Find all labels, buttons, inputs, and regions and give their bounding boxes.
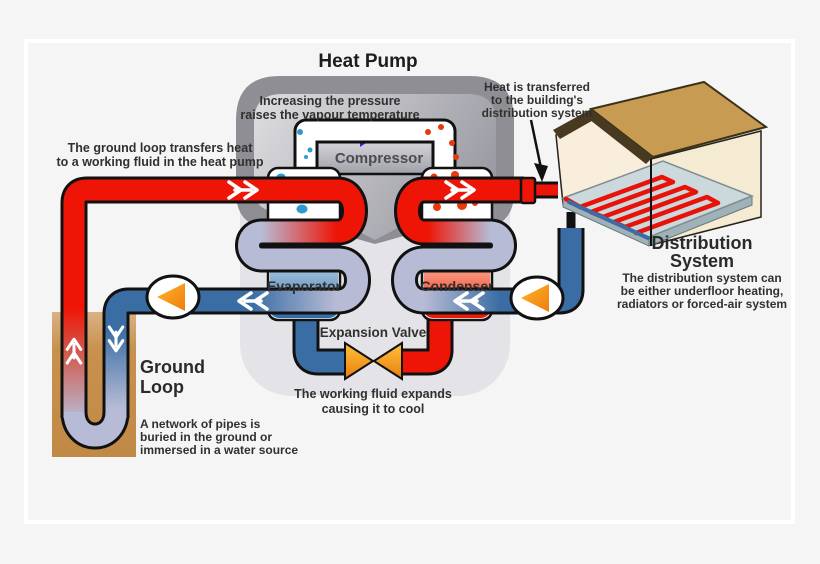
flow-arrow-left-icon	[237, 291, 269, 311]
flow-arrows	[65, 180, 485, 365]
heat-pump-title: Heat Pump	[318, 51, 417, 72]
pressure-note-line2: raises the vapour temperature	[240, 108, 419, 122]
pump-impeller-icon	[521, 284, 549, 312]
distribution-pump	[509, 275, 565, 321]
flow-arrow-down-icon	[107, 325, 125, 353]
distribution-desc-line2: be either underfloor heating,	[621, 284, 784, 298]
vapour-pipe	[293, 118, 457, 174]
ground-loop-title-line1: Ground	[140, 357, 205, 377]
roof-edge-front	[585, 109, 653, 164]
floor-return-pipe	[567, 200, 650, 240]
ground-transfer-note-line1: The ground loop transfers heat	[68, 141, 254, 155]
expansion-circuit	[292, 316, 454, 376]
flow-arrow-left-icon	[453, 291, 485, 311]
distribution-desc-line1: The distribution system can	[622, 271, 781, 285]
dist-transfer-note-line3: distribution system	[482, 106, 593, 120]
distribution-title-line2: System	[670, 251, 734, 271]
arrowhead-icon	[534, 163, 548, 182]
evaporator-label: Evaporator	[267, 278, 341, 294]
expansion-note-line2: causing it to cool	[322, 402, 425, 416]
condenser-label: Condenser	[420, 278, 494, 294]
heat-transfer-arrow	[529, 119, 548, 182]
expansion-note-line1: The working fluid expands	[294, 387, 452, 401]
ground-loop-desc-line1: A network of pipes is	[140, 417, 261, 431]
ground-transfer-note-line2: to a working fluid in the heat pump	[57, 155, 264, 169]
pipe-coupling	[519, 176, 537, 205]
pump-impeller-icon	[157, 283, 185, 311]
dist-transfer-note-line2: to the building's	[491, 93, 584, 107]
ground-loop-title-line2: Loop	[140, 377, 184, 397]
flow-arrow-right-icon	[227, 180, 259, 200]
ground-loop-desc-line3: immersed in a water source	[140, 443, 298, 457]
flow-arrow-up-icon	[65, 337, 83, 365]
frame-border	[24, 39, 795, 524]
house	[553, 80, 769, 247]
expansion-valve	[344, 341, 403, 381]
ground-loop-desc-line2: buried in the ground or	[140, 430, 272, 444]
distribution-desc-line3: radiators or forced-air system	[617, 297, 787, 311]
flow-arrow-right-icon	[444, 180, 476, 200]
distribution-title-line1: Distribution	[652, 233, 753, 253]
underfloor-heating-coil	[563, 174, 721, 236]
expansion-valve-label: Expansion Valve	[320, 325, 427, 340]
pressure-note-line1: Increasing the pressure	[259, 94, 400, 108]
compressor-label: Compressor	[335, 150, 424, 167]
dist-transfer-note-line1: Heat is transferred	[484, 80, 590, 94]
ground-loop-pump	[145, 274, 201, 320]
